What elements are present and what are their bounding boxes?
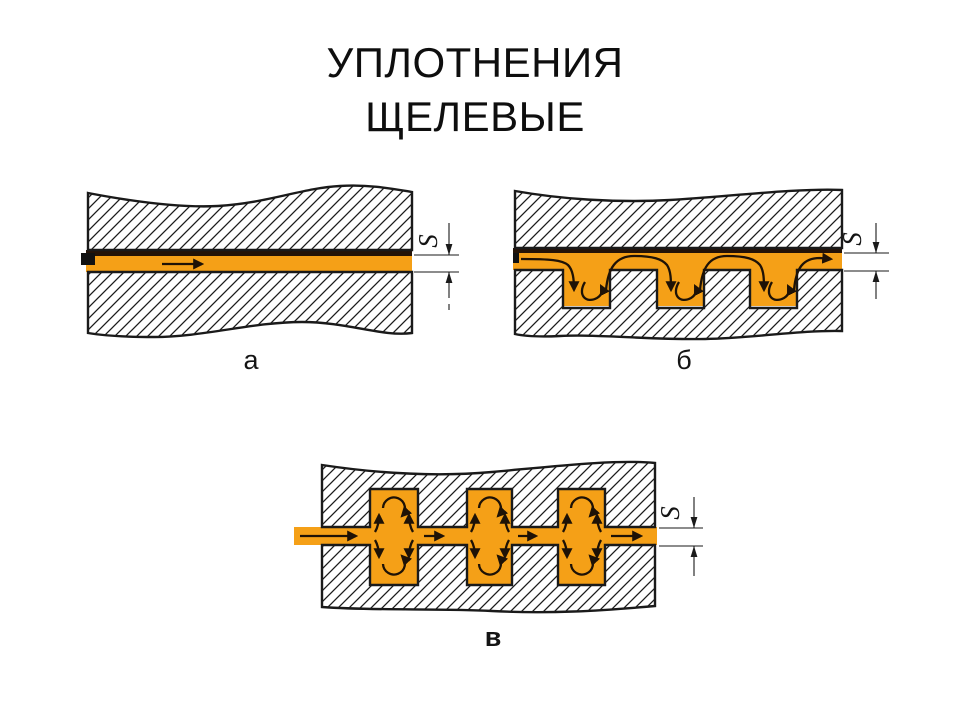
figure-a-label: а [243, 345, 259, 375]
figure-b-inlet-mark [513, 253, 519, 263]
title-line-2: ЩЕЛЕВЫЕ [365, 93, 585, 140]
figure-v-flow-arrows [300, 497, 644, 574]
figure-v-dimension: S [655, 497, 703, 576]
slide-title: УПЛОТНЕНИЯ ЩЕЛЕВЫЕ [0, 36, 950, 144]
figure-a-dim-arrow-down [445, 244, 453, 255]
figure-b: S б [513, 188, 889, 375]
figure-v-upper-block [320, 460, 657, 529]
figure-a-dimension: S [413, 223, 459, 310]
figure-a-dim-arrow-up [445, 272, 453, 283]
figure-b-dim-arrow-down [872, 242, 880, 253]
figure-b-label: б [676, 345, 691, 375]
figure-b-dim-arrow-up [872, 271, 880, 282]
figure-a: S а [81, 184, 459, 375]
figure-v-fluid-gap [294, 489, 657, 585]
figure-v: S в [294, 460, 703, 652]
figure-b-upper-block [513, 188, 844, 250]
title-line-1: УПЛОТНЕНИЯ [326, 39, 624, 86]
figure-v-dim-arrow-up [690, 546, 698, 557]
figure-a-fluid-gap [86, 256, 412, 272]
figure-v-dim-arrow-down [690, 517, 698, 528]
figure-b-lower-block [513, 268, 844, 341]
figure-v-dim-label: S [655, 506, 685, 520]
figure-a-inlet-mark [81, 253, 95, 265]
figure-b-flow-arrows [520, 252, 834, 302]
figure-a-dim-label: S [413, 234, 443, 248]
figure-v-label: в [485, 622, 502, 652]
figure-v-lower-block [320, 543, 657, 614]
figure-a-gap-top-line [86, 250, 412, 256]
figure-b-dim-label: S [837, 232, 867, 246]
figure-a-lower-block [86, 270, 414, 339]
figure-b-dimension: S [837, 223, 889, 299]
figure-b-gap-top-line [513, 248, 842, 253]
figure-a-upper-block [86, 184, 414, 252]
